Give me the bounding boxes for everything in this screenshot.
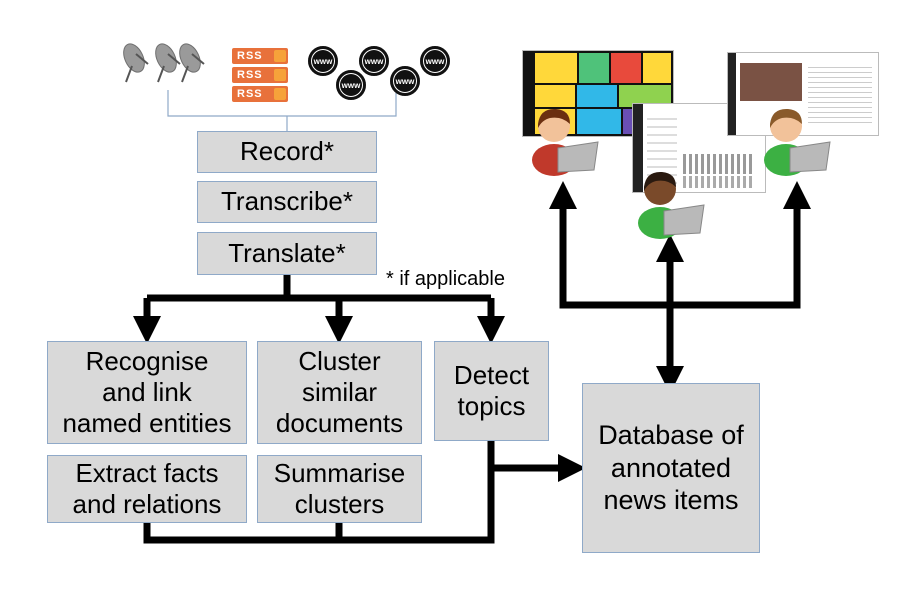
www-globe-icon: www [308, 46, 338, 76]
summarise-clusters-box: Summarise clusters [257, 455, 422, 523]
www-globe-icon: www [390, 66, 420, 96]
user-with-laptop-icon [532, 108, 599, 176]
rss-feed-icon: RSS [232, 48, 288, 64]
extract-facts-box: Extract facts and relations [47, 455, 247, 523]
translate-box: Translate* [197, 232, 377, 275]
www-globe-icon: www [420, 46, 450, 76]
satellite-dish-icon [123, 43, 205, 83]
rss-feed-icon: RSS [232, 86, 288, 102]
user-with-laptop-icon [638, 171, 705, 239]
applicability-note: * if applicable [386, 268, 505, 290]
transcribe-box: Transcribe* [197, 181, 377, 223]
www-globe-icon: www [359, 46, 389, 76]
record-box: Record* [197, 131, 377, 173]
rss-feed-icon: RSS [232, 67, 288, 83]
source-bracket [167, 90, 397, 131]
detect-topics-box: Detect topics [434, 341, 549, 441]
www-globe-icon: www [336, 70, 366, 100]
dashboard-screenshot-icon [727, 52, 879, 136]
database-box: Database of annotated news items [582, 383, 760, 553]
cluster-documents-box: Cluster similar documents [257, 341, 422, 444]
user-with-laptop-icon [764, 108, 831, 176]
named-entities-box: Recognise and link named entities [47, 341, 247, 444]
collector-bar [143, 441, 495, 544]
